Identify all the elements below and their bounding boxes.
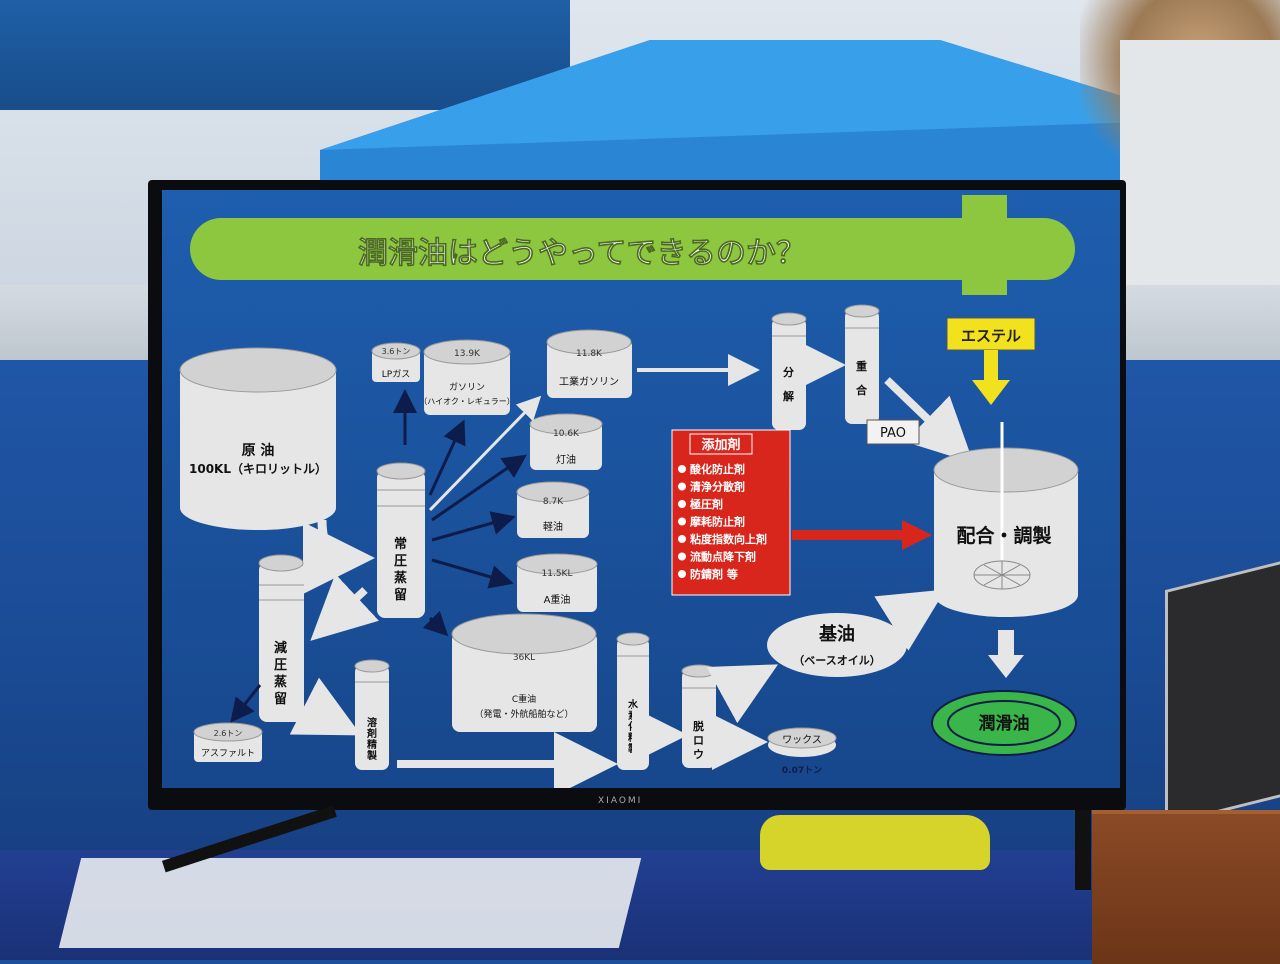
- atmospheric-to-vacuum-arrow: [310, 573, 379, 641]
- blending-tank: [933, 422, 1079, 617]
- solvent-refining-label: 溶剤精製: [366, 716, 377, 762]
- crude-oil-tank: [179, 347, 337, 530]
- lpg-name: LPガス: [382, 369, 410, 380]
- additive-item: 流動点降下剤: [690, 550, 756, 564]
- blend-label: 配合・調製: [956, 524, 1051, 547]
- brochure-paper: [58, 858, 642, 948]
- additive-bullet: [678, 535, 686, 543]
- light-oil-name: 軽油: [543, 520, 563, 533]
- atmospheric-distillation-column: [376, 462, 426, 618]
- pao-label: PAO: [880, 426, 906, 441]
- tv-stand-right: [1075, 810, 1091, 890]
- additives-title-box: [689, 433, 753, 455]
- additive-bullet: [678, 465, 686, 473]
- ester-box: [946, 317, 1036, 351]
- dewax-to-base-oil-arrow: [706, 664, 779, 724]
- light-oil-amount: 8.7K: [543, 497, 564, 507]
- asphalt-tank: [193, 722, 263, 762]
- pao-box: [866, 419, 920, 445]
- tv-brand-label: XIAOMI: [598, 796, 643, 806]
- final-lubricant-inner-ring: [947, 700, 1061, 746]
- blue-tent-left: [0, 0, 570, 110]
- additive-item: 防錆剤 等: [690, 567, 738, 581]
- a-heavy-oil-tank: [516, 553, 598, 612]
- additive-item: 粘度指数向上剤: [690, 532, 767, 546]
- lpg-amount: 3.6トン: [382, 347, 411, 356]
- a-heavy-oil-name: A重油: [544, 593, 571, 606]
- additives-title: 添加剤: [701, 437, 740, 453]
- additive-item: 清浄分散剤: [690, 480, 745, 494]
- base-oil-name: 基油: [818, 623, 855, 645]
- polymerization-column: [844, 304, 880, 424]
- polymerization-to-blend-arrow: [884, 377, 974, 464]
- ester-arrow: [972, 350, 1010, 405]
- laptop-screen: [1165, 559, 1280, 827]
- kerosene-name: 灯油: [556, 453, 576, 466]
- c-heavy-oil-name: C重油: [512, 693, 536, 705]
- c-heavy-oil-tank: [451, 613, 597, 732]
- additives-to-blend-arrow: [792, 520, 932, 550]
- final-lubricant-label: 潤滑油: [979, 713, 1030, 734]
- crude-oil-amount: 100KL（キロリットル）: [189, 461, 327, 476]
- kerosene-tank: [529, 413, 603, 470]
- c-heavy-oil-sub: （発電・外航船舶など）: [474, 708, 573, 720]
- tv-screen: 潤滑油はどうやってできるのか？ エステル 原 油 100KL（キロリットル） 常…: [162, 190, 1120, 788]
- wax-name: ワックス: [782, 734, 822, 746]
- lpg-tank: [371, 342, 421, 382]
- vacuum-distillation-label: 減圧蒸留: [274, 640, 287, 707]
- additive-bullet: [678, 570, 686, 578]
- ester-feed-bar: [962, 195, 1007, 295]
- industrial-gasoline-amount: 11.8K: [576, 349, 603, 359]
- crude-to-atmospheric-arrow: [302, 519, 375, 594]
- asphalt-name: アスファルト: [201, 749, 255, 759]
- base-oil-to-blend-arrow: [874, 589, 946, 651]
- ester-label: エステル: [961, 327, 1021, 345]
- white-wall: [1120, 40, 1280, 290]
- industrial-gasoline-tank: [546, 329, 632, 398]
- atmospheric-distillation-label: 常圧蒸留: [394, 536, 407, 603]
- additive-item: 極圧剤: [689, 497, 723, 511]
- additives-box: [671, 429, 791, 596]
- slide-title: 潤滑油はどうやってできるのか？: [358, 236, 806, 271]
- additive-bullet: [678, 500, 686, 508]
- asphalt-amount: 2.6トン: [214, 729, 243, 738]
- gasoline-tank: [423, 339, 511, 415]
- vacuum-to-solvent-arrow: [289, 677, 362, 736]
- base-oil-sub: （ベースオイル）: [793, 654, 880, 667]
- wooden-box: [1092, 810, 1280, 964]
- additive-bullet: [678, 482, 686, 491]
- additive-bullet: [678, 552, 686, 561]
- gasoline-sub: （ハイオク・レギュラー）: [419, 397, 515, 406]
- kerosene-amount: 10.6K: [553, 429, 580, 439]
- polymerization-label: 重合: [856, 359, 868, 397]
- blend-to-final-arrow: [988, 630, 1024, 678]
- title-bar: [190, 218, 1075, 280]
- solvent-refining-column: [354, 659, 390, 770]
- cracking-column: [771, 312, 807, 430]
- wax-amount: 0.07トン: [782, 765, 822, 776]
- a-heavy-oil-amount: 11.5KL: [542, 569, 573, 579]
- industrial-gasoline-name: 工業ガソリン: [559, 375, 619, 388]
- c-heavy-oil-amount: 36KL: [513, 653, 535, 663]
- lubricant-process-diagram: 潤滑油はどうやってできるのか？ エステル 原 油 100KL（キロリットル） 常…: [162, 190, 1120, 788]
- arrow-to-asphalt: [230, 684, 262, 723]
- gasoline-amount: 13.9K: [454, 349, 481, 359]
- yellow-cloth: [760, 815, 990, 870]
- light-oil-tank: [516, 481, 590, 538]
- hydrogenation-label: 水素化精製: [627, 698, 639, 755]
- dewaxing-label: 脱ロウ: [693, 719, 704, 761]
- additive-item: 酸化防止剤: [690, 462, 745, 476]
- arrow-to-industrial-gasoline: [428, 395, 542, 512]
- crude-oil-name: 原 油: [242, 442, 275, 459]
- cracking-label: 分解: [783, 365, 794, 403]
- gasoline-name: ガソリン: [449, 382, 485, 393]
- additive-item: 摩耗防止剤: [690, 515, 745, 529]
- base-oil-ellipse: [767, 613, 907, 677]
- wax-disc: [767, 727, 837, 757]
- atmospheric-product-arrows: [422, 419, 527, 637]
- additive-bullet: [678, 517, 686, 526]
